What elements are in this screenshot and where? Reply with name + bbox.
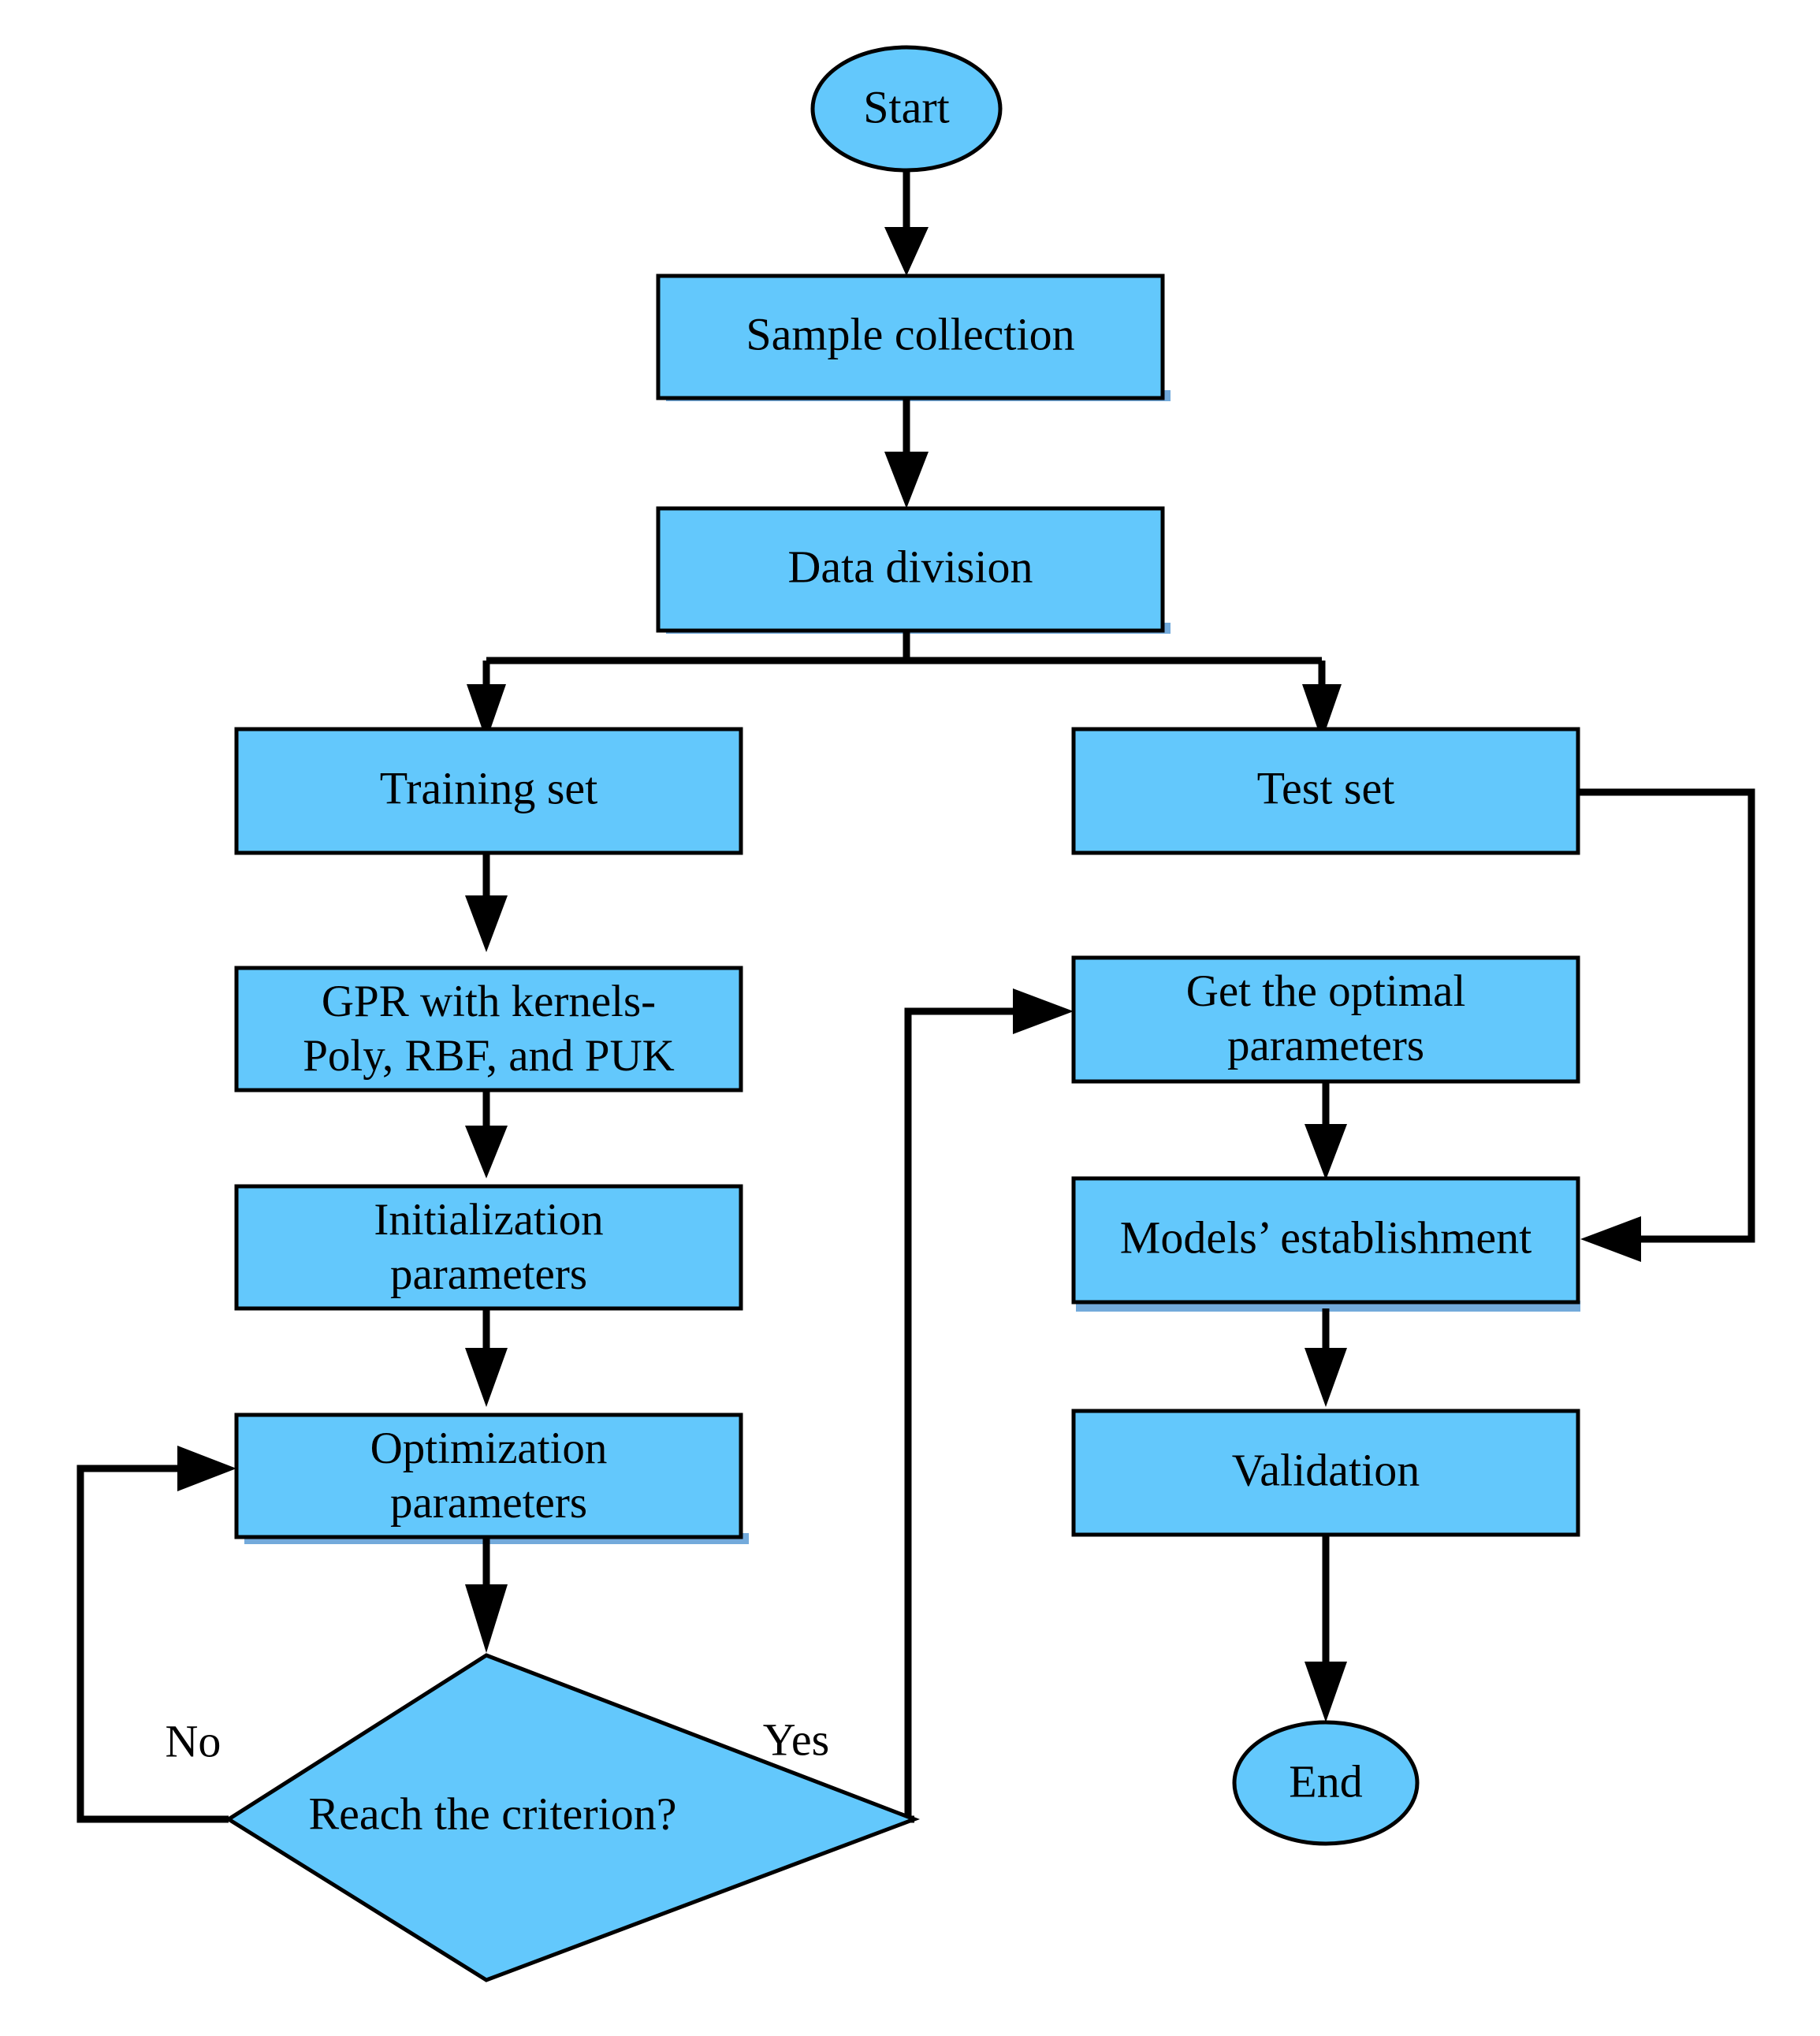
edge-get-optimal-to-models (1305, 1081, 1347, 1180)
node-optimization-parameters[interactable]: Optimization parameters (234, 1413, 743, 1539)
edge-sample-collection-to-data-division (884, 398, 929, 508)
node-end-label: End (1289, 1755, 1362, 1807)
node-optimization-label-line1: Optimization (370, 1424, 608, 1473)
node-sample-collection[interactable]: Sample collection (656, 274, 1165, 400)
node-get-optimal-label-line2: parameters (1227, 1021, 1424, 1070)
node-test-set[interactable]: Test set (1071, 727, 1580, 855)
edge-initialization-to-optimization (465, 1308, 508, 1407)
node-gpr-kernels-label-line2: Poly, RBF, and PUK (303, 1031, 675, 1081)
node-data-division-label: Data division (788, 541, 1033, 592)
edge-decision-no-loop (76, 1446, 236, 1823)
node-end[interactable]: End (1232, 1720, 1420, 1846)
node-training-set-label: Training set (380, 762, 598, 813)
node-initialization-parameters[interactable]: Initialization parameters (234, 1184, 743, 1311)
node-gpr-kernels[interactable]: GPR with kernels- Poly, RBF, and PUK (234, 966, 743, 1092)
node-decision-label: Reach the criterion? (309, 1788, 677, 1839)
edge-label-yes: Yes (763, 1714, 829, 1765)
edge-models-to-validation (1305, 1308, 1347, 1407)
node-get-optimal-label-line1: Get the optimal (1186, 966, 1466, 1016)
node-validation-label: Validation (1232, 1444, 1420, 1495)
node-initialization-label-line1: Initialization (374, 1195, 603, 1245)
edge-validation-to-end (1305, 1533, 1347, 1722)
node-models-establishment[interactable]: Models’ establishment (1071, 1176, 1580, 1305)
node-decision-reach-criterion[interactable]: Reach the criterion? (225, 1653, 921, 1982)
edge-start-to-sample-collection (884, 169, 929, 276)
edge-gpr-to-initialization (465, 1090, 508, 1178)
node-start[interactable]: Start (810, 45, 1003, 173)
edge-data-division-split (467, 631, 1342, 741)
node-start-label: Start (863, 81, 950, 132)
node-optimization-label-line2: parameters (390, 1478, 587, 1528)
edge-optimization-to-decision (465, 1537, 508, 1653)
node-validation[interactable]: Validation (1071, 1409, 1580, 1537)
node-initialization-label-line2: parameters (390, 1249, 587, 1299)
edge-test-set-to-models (1578, 788, 1755, 1262)
node-training-set[interactable]: Training set (234, 727, 743, 855)
node-test-set-label: Test set (1257, 762, 1395, 813)
node-models-establishment-label: Models’ establishment (1120, 1212, 1532, 1263)
edge-training-set-to-gpr (465, 853, 508, 952)
node-sample-collection-label: Sample collection (746, 308, 1074, 359)
node-gpr-kernels-label-line1: GPR with kernels- (322, 977, 656, 1026)
edge-label-no: No (166, 1715, 221, 1766)
edge-decision-yes (904, 988, 1074, 1823)
node-data-division[interactable]: Data division (656, 506, 1165, 633)
node-get-optimal-parameters[interactable]: Get the optimal parameters (1071, 955, 1580, 1084)
